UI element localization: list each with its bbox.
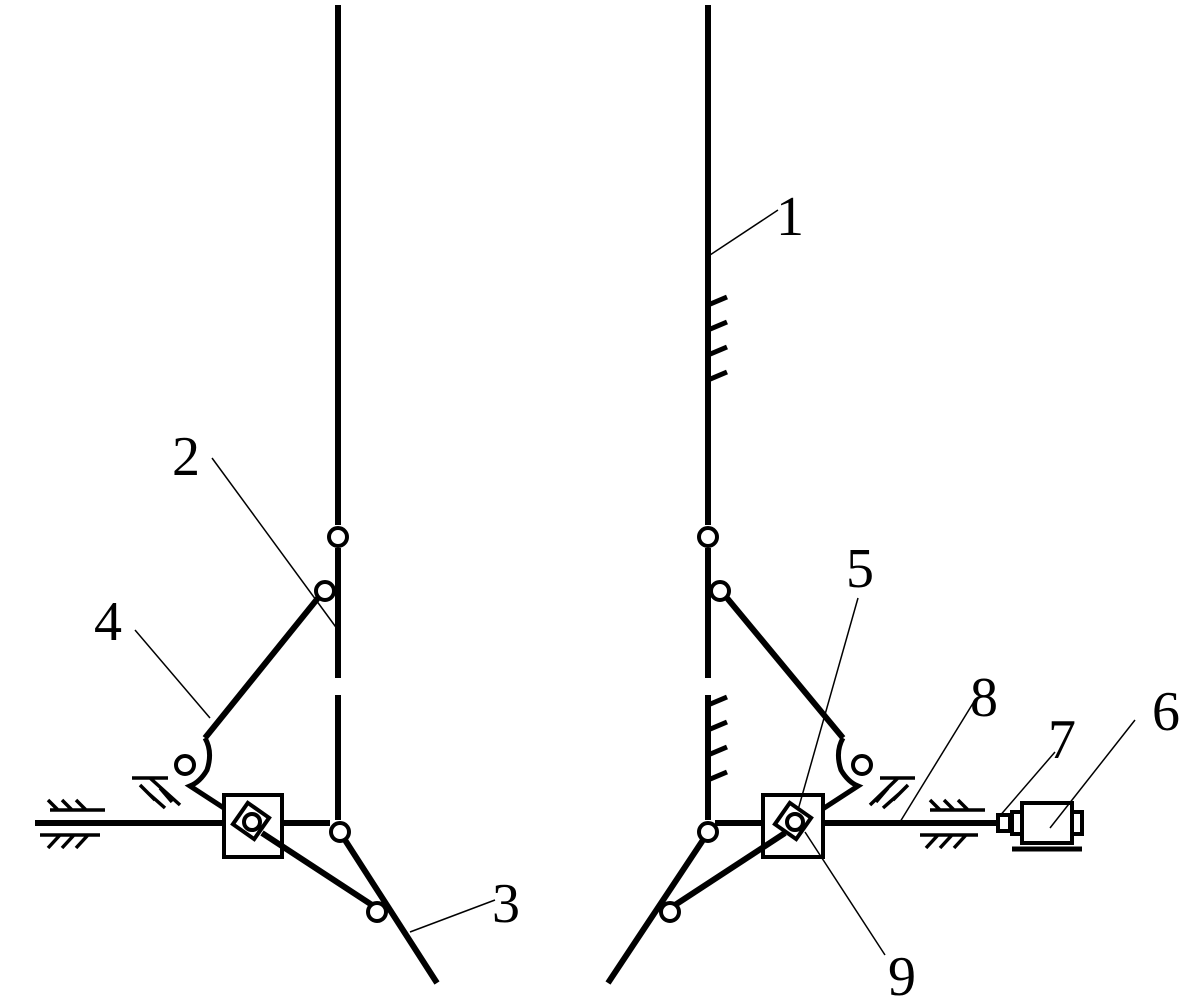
right-slider-link xyxy=(673,830,787,908)
leader-7 xyxy=(997,751,1056,819)
right-mechanism xyxy=(605,5,1084,985)
motor-right-cap xyxy=(1070,810,1084,836)
label-8: 8 xyxy=(970,667,998,729)
label-2: 2 xyxy=(172,426,200,488)
right-lower-comb xyxy=(707,694,728,783)
right-link-pivot xyxy=(709,580,731,602)
left-fixed-pivot xyxy=(174,754,196,776)
leader-6 xyxy=(1049,719,1136,829)
right-rod-ground-support xyxy=(920,798,985,850)
leader-5 xyxy=(797,597,859,811)
coupling-7 xyxy=(996,813,1012,833)
left-link-pivot xyxy=(314,580,336,602)
label-5: 5 xyxy=(846,538,874,600)
right-link-end-pivot xyxy=(659,901,681,923)
label-6: 6 xyxy=(1152,681,1180,743)
leader-9 xyxy=(804,831,886,956)
left-link-4 xyxy=(202,596,321,740)
label-9: 9 xyxy=(888,946,916,1006)
part-labels: 1 2 3 4 5 6 7 8 9 xyxy=(94,186,1180,1006)
label-3: 3 xyxy=(492,873,520,935)
left-link-end-pivot xyxy=(366,901,388,923)
left-rod-ground-support xyxy=(40,798,105,850)
leader-3 xyxy=(409,899,496,933)
left-bottom-pivot xyxy=(329,821,351,843)
left-upper-pivot xyxy=(327,526,349,548)
left-fixed-pivot-ground xyxy=(132,776,182,810)
left-slider-link xyxy=(260,830,374,908)
leader-lines xyxy=(134,209,1136,956)
left-mechanism xyxy=(35,5,440,985)
left-lower-blade-3 xyxy=(342,838,440,985)
right-lower-blade xyxy=(605,838,706,985)
left-link-hook xyxy=(184,736,232,815)
left-slider-pin xyxy=(242,812,262,832)
leader-1 xyxy=(709,209,779,256)
right-link-hook xyxy=(816,736,864,815)
leader-4 xyxy=(134,629,211,719)
right-upper-comb xyxy=(707,294,728,383)
right-fixed-pivot-ground xyxy=(868,776,915,810)
right-upper-pivot xyxy=(697,526,719,548)
leader-8 xyxy=(899,699,976,823)
label-4: 4 xyxy=(94,591,122,653)
right-bottom-pivot xyxy=(697,821,719,843)
motor-left-cap xyxy=(1010,810,1024,836)
right-fixed-pivot xyxy=(851,754,873,776)
right-slider-pin xyxy=(785,812,805,832)
leader-2 xyxy=(211,457,339,631)
right-link xyxy=(724,596,846,740)
label-1: 1 xyxy=(776,186,804,248)
label-7: 7 xyxy=(1048,709,1076,771)
